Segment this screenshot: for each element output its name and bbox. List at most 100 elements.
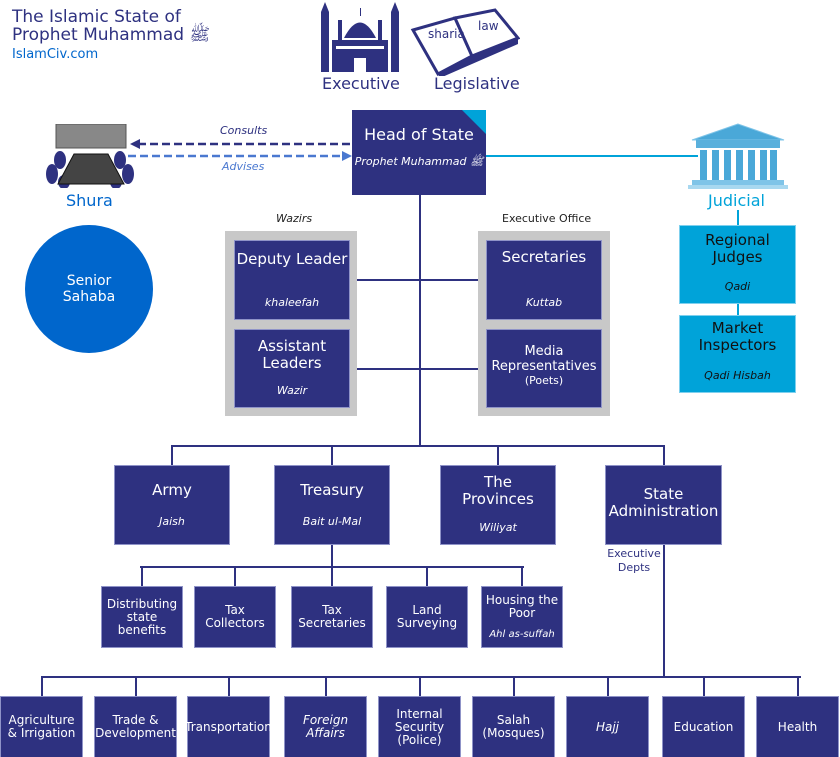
- box-subtitle: Qadi: [724, 280, 751, 293]
- mosque-icon: [321, 2, 399, 72]
- executive-label: Executive: [322, 74, 400, 93]
- treasury-unit-box[interactable]: Tax Collectors: [194, 586, 276, 648]
- box-title: Land Surveying: [396, 603, 458, 630]
- head-of-state-box[interactable]: Head of State Prophet Muhammad ﷺ: [352, 110, 486, 195]
- treasury-unit-box[interactable]: Tax Secretaries: [291, 586, 373, 648]
- connector: [141, 566, 143, 586]
- courthouse-icon: [688, 123, 788, 189]
- connector: [331, 545, 333, 567]
- title: The Islamic State of Prophet Muhammad ﷺ: [12, 8, 210, 44]
- box-title: Tax Collectors: [205, 603, 265, 630]
- admin-unit-box[interactable]: Education: [662, 696, 745, 757]
- connector: [486, 155, 698, 157]
- admin-unit-box[interactable]: Health: [756, 696, 839, 757]
- connector: [41, 676, 801, 678]
- connector: [350, 368, 486, 370]
- box-title: Foreign Affairs: [302, 713, 349, 740]
- connector: [663, 445, 665, 465]
- box-title: Internal Security (Police): [394, 706, 445, 747]
- connector: [607, 676, 609, 696]
- box-title: Army: [152, 481, 192, 499]
- shura-arrows: [128, 139, 352, 161]
- box-subtitle: khaleefah: [264, 296, 320, 309]
- admin-unit-box[interactable]: Internal Security (Police): [378, 696, 461, 757]
- connector: [350, 279, 486, 281]
- box-title: Deputy Leader: [236, 250, 348, 268]
- admin-unit-box[interactable]: Trade & Development: [94, 696, 177, 757]
- title-line: The Islamic State of: [12, 7, 181, 27]
- box-title: Hajj: [595, 719, 620, 734]
- box-title: The Provinces: [462, 473, 534, 508]
- box-title: Assistant Leaders: [257, 337, 327, 372]
- box-subtitle: Ahl as-suffah: [489, 628, 555, 640]
- box-title: Agriculture & Irrigation: [7, 713, 76, 740]
- admin-unit-box[interactable]: Agriculture & Irrigation: [0, 696, 83, 757]
- connector: [228, 676, 230, 696]
- box-subtitle: Bait ul-Mal: [302, 515, 362, 528]
- admin-unit-box[interactable]: Salah (Mosques): [472, 696, 555, 757]
- deputy-leader-box[interactable]: Deputy Leader khaleefah: [234, 240, 350, 320]
- treasury-unit-box[interactable]: Distributing state benefits: [101, 586, 183, 648]
- box-subtitle: Kuttab: [525, 296, 563, 309]
- executive-office-label: Executive Office: [502, 212, 592, 225]
- box-subtitle: Qadi Hisbah: [704, 369, 771, 382]
- box-title: Salah (Mosques): [482, 713, 545, 740]
- connector: [171, 445, 173, 465]
- box-title: Distributing state benefits: [106, 596, 178, 637]
- box-title: Health: [777, 719, 818, 734]
- head-subtitle: Prophet Muhammad ﷺ: [354, 155, 484, 168]
- box-subtitle: Wiliyat: [479, 521, 517, 534]
- connector: [703, 676, 705, 696]
- connector: [325, 676, 327, 696]
- box-title: Media Representatives: [491, 344, 597, 374]
- book-word: law: [478, 19, 499, 33]
- consults-label: Consults: [220, 124, 268, 137]
- legislative-label: Legislative: [434, 74, 520, 93]
- connector: [426, 566, 428, 586]
- connector: [497, 445, 499, 465]
- connector: [513, 676, 515, 696]
- connector: [521, 566, 523, 586]
- judicial-label: Judicial: [708, 191, 765, 210]
- box-title: Regional Judges: [705, 231, 770, 266]
- box-title: Market Inspectors: [698, 319, 777, 354]
- connector: [663, 545, 665, 677]
- admin-unit-box[interactable]: Transportation: [185, 696, 272, 757]
- connector: [41, 676, 43, 696]
- shura-table-icon: [46, 124, 134, 188]
- senior-sahaba-circle: Senior Sahaba: [25, 225, 153, 353]
- treasury-unit-box[interactable]: Land Surveying: [386, 586, 468, 648]
- box-title: Transportation: [185, 719, 272, 734]
- box-title: Secretaries: [501, 248, 587, 266]
- admin-unit-box[interactable]: Foreign Affairs: [284, 696, 367, 757]
- connector: [331, 566, 333, 586]
- book-icon: sharia law: [410, 8, 520, 76]
- connector: [171, 445, 665, 447]
- connector: [419, 195, 421, 447]
- advises-label: Advises: [222, 160, 265, 173]
- box-title: Housing the Poor: [485, 592, 559, 620]
- wazirs-label: Wazirs: [276, 212, 313, 225]
- admin-unit-box[interactable]: Hajj: [566, 696, 649, 757]
- shura-label: Shura: [66, 191, 113, 210]
- box-subtitle: (Poets): [524, 374, 564, 387]
- box-title: Treasury: [300, 481, 364, 499]
- site-link[interactable]: IslamCiv.com: [12, 47, 99, 62]
- media-representatives-box[interactable]: Media Representatives(Poets): [486, 329, 602, 408]
- connector: [331, 445, 333, 465]
- dept-state-administration[interactable]: State Administration: [605, 465, 722, 545]
- connector: [234, 566, 236, 586]
- title-line: Prophet Muhammad ﷺ: [12, 25, 210, 45]
- box-title: Education: [673, 719, 734, 734]
- box-title: Trade & Development: [95, 713, 176, 740]
- connector: [419, 676, 421, 696]
